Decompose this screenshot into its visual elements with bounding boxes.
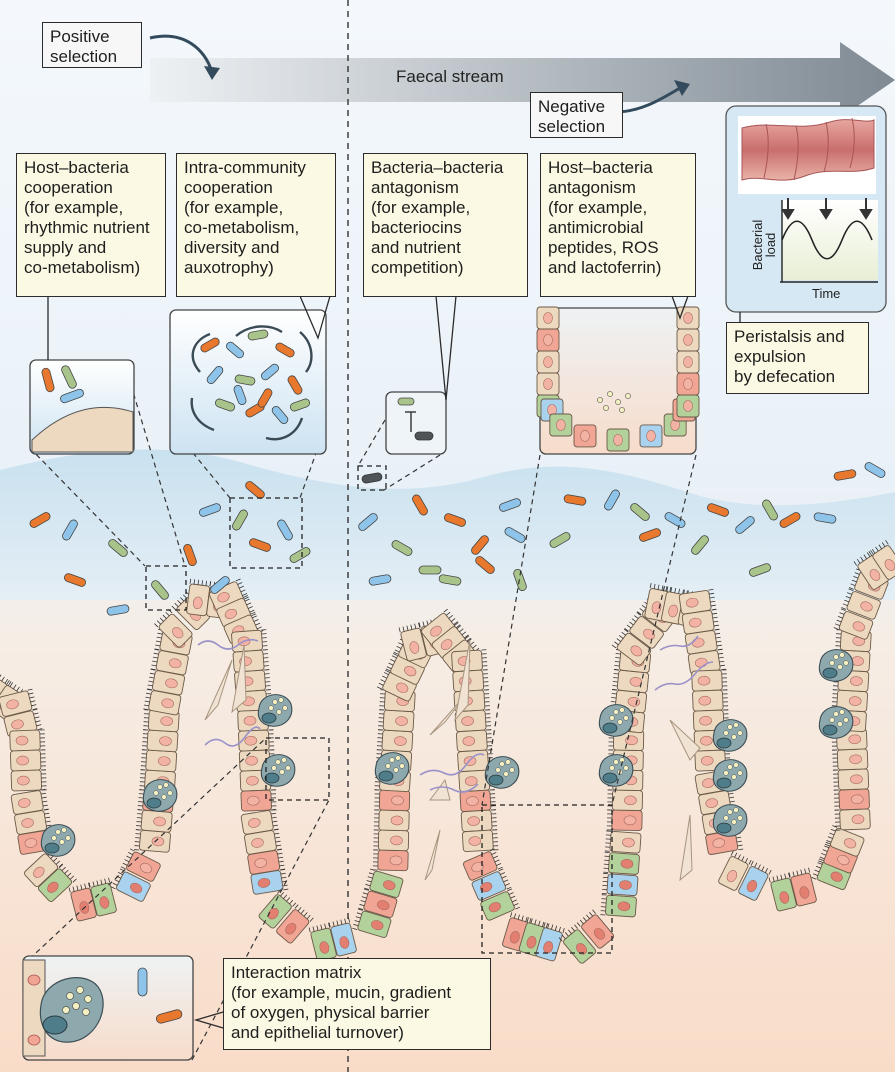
inset-host-cooperation: [30, 360, 134, 454]
cell-nucleus: [684, 357, 693, 368]
goblet-cell: [143, 780, 176, 812]
faecal-stream-label: Faecal stream: [396, 67, 504, 87]
epithelial-cell: [692, 670, 728, 691]
cell-nucleus: [544, 357, 553, 368]
cell-nucleus: [614, 435, 623, 446]
epithelial-cell: [374, 810, 409, 831]
goblet-cell: [819, 707, 852, 739]
cell-nucleus: [684, 379, 693, 390]
epithelial-cell: [373, 850, 408, 871]
granule: [597, 397, 602, 402]
cell-nucleus: [684, 335, 693, 346]
positive-selection-label: Positive selection: [42, 22, 142, 68]
cell-nucleus: [556, 420, 565, 431]
epithelial-cell: [832, 749, 868, 770]
epithelial-cell: [10, 730, 46, 751]
epithelial-cell: [11, 770, 47, 791]
intra-community-cooperation-label: Intra-community cooperation (for example…: [176, 153, 336, 297]
inset-host-antagonism: [537, 307, 699, 454]
goblet-cell: [713, 805, 746, 837]
granule: [615, 399, 620, 404]
peristalsis-label: Peristalsis and expulsion by defecation: [726, 322, 869, 394]
epithelial-cell: [373, 830, 408, 851]
goblet-cell: [41, 825, 74, 857]
epithelial-cell: [834, 789, 870, 810]
goblet-cell: [258, 695, 291, 727]
inset-interaction-matrix: [23, 956, 193, 1060]
epithelial-cell: [374, 790, 409, 811]
cell-nucleus: [544, 313, 553, 324]
cell-nucleus: [544, 335, 553, 346]
goblet-cell: [485, 757, 518, 789]
bacterium: [419, 566, 441, 574]
inset-intra-community: [170, 310, 326, 454]
cell-nucleus: [544, 379, 553, 390]
granule: [607, 391, 612, 396]
cell-nucleus: [581, 430, 590, 441]
interaction-matrix-label: Interaction matrix (for example, mucin, …: [223, 958, 491, 1050]
cell-nucleus: [647, 430, 656, 441]
epithelial-cell: [833, 769, 869, 790]
bacteria-bacteria-antagonism-label: Bacteria–bacteria antagonism (for exampl…: [363, 153, 528, 297]
host-bacteria-cooperation-label: Host–bacteria cooperation (for example, …: [16, 153, 166, 297]
epithelial-cell: [238, 730, 274, 751]
bacterial-load-axis-label: Bacterial load: [751, 217, 777, 273]
inset-bacteria-antagonism: [386, 392, 446, 454]
time-axis-label: Time: [812, 286, 840, 301]
goblet-cell: [599, 705, 632, 737]
epithelial-cell: [10, 750, 46, 771]
epithelial-cell: [607, 790, 642, 811]
goblet-cell: [713, 720, 746, 752]
epithelial-cell: [835, 809, 871, 830]
granule: [619, 407, 624, 412]
granule: [603, 405, 608, 410]
granule: [625, 393, 630, 398]
goblet-cell: [819, 650, 852, 682]
cell-nucleus: [684, 313, 693, 324]
host-bacteria-antagonism-label: Host–bacteria antagonism (for example, a…: [540, 153, 696, 297]
goblet-cell: [375, 753, 408, 785]
inset-peristalsis: [726, 106, 886, 312]
negative-selection-label: Negative selection: [530, 92, 623, 138]
cell-nucleus: [684, 401, 693, 412]
goblet-cell: [713, 760, 746, 792]
goblet-cell: [599, 755, 632, 787]
epithelial-cell: [692, 690, 728, 711]
